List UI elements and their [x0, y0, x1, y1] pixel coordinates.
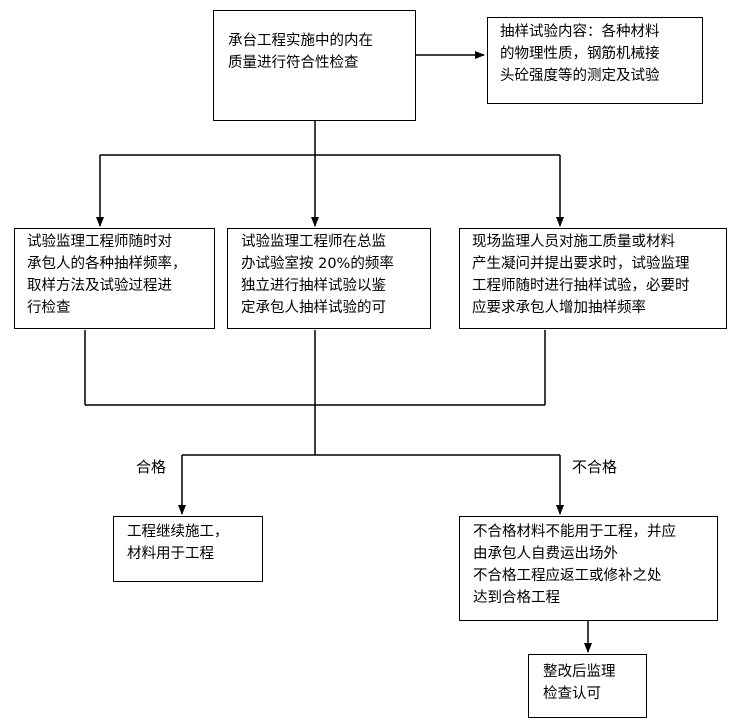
- box-text-line: 由承包人自费运出场外: [473, 546, 618, 562]
- rectify-box: 整改后监理检查认可: [528, 654, 647, 718]
- box-text-line: 试验监理工程师在总监: [241, 234, 386, 250]
- box-text-line: 头砼强度等的测定及试验: [500, 68, 660, 84]
- fail-label: 不合格: [572, 458, 618, 476]
- pass-result-box: 工程继续施工， 材料用于工程: [113, 516, 263, 582]
- box-text-line: 整改后监理: [543, 664, 616, 680]
- box-text-line: 独立进行抽样试验以鉴: [241, 278, 386, 294]
- root-box: 承台工程实施中的内在质量进行符合性检查: [213, 10, 416, 121]
- box-text-line: 不合格工程应返工或修补之处: [473, 568, 662, 584]
- box-text-line: 试验监理工程师随时对: [27, 234, 172, 250]
- pass-label: 合格: [136, 458, 167, 476]
- box-text-line: 检查认可: [543, 686, 601, 702]
- independent-test-box: 试验监理工程师在总监办试验室按 20%的频率独立进行抽样试验以鉴定承包人抽样试验…: [227, 228, 431, 329]
- box-text-line: 材料用于工程: [127, 546, 214, 562]
- box-text-line: 工程继续施工，: [127, 524, 229, 540]
- box-text-line: 质量进行符合性检查: [228, 55, 359, 71]
- box-text-line: 不合格材料不能用于工程，并应: [473, 524, 676, 540]
- box-text-line: 办试验室按 20%的频率: [241, 256, 394, 272]
- engineer-check-box: 试验监理工程师随时对承包人的各种抽样频率， 取样方法及试验过程进行检查: [14, 228, 215, 329]
- box-text-line: 承台工程实施中的内在: [228, 33, 373, 49]
- onsite-request-box: 现场监理人员对施工质量或材料产生凝问并提出要求时，试验监理工程师随时进行抽样试验…: [459, 228, 727, 329]
- box-text-line: 的物理性质，钢筋机械接: [500, 46, 660, 62]
- box-text-line: 抽样试验内容：各种材料: [500, 24, 660, 40]
- box-text-line: 现场监理人员对施工质量或材料: [472, 234, 675, 250]
- box-text-line: 工程师随时进行抽样试验，必要时: [472, 278, 690, 294]
- box-text-line: 产生凝问并提出要求时，试验监理: [472, 256, 690, 272]
- box-text-line: 达到合格工程: [473, 590, 560, 606]
- box-text-line: 取样方法及试验过程进: [27, 278, 172, 294]
- box-text-line: 应要求承包人增加抽样频率: [472, 300, 646, 316]
- sampling-content-box: 抽样试验内容：各种材料的物理性质，钢筋机械接头砼强度等的测定及试验: [487, 17, 703, 104]
- fail-result-box: 不合格材料不能用于工程，并应由承包人自费运出场外不合格工程应返工或修补之处达到合…: [459, 516, 718, 621]
- box-text-line: 定承包人抽样试验的可: [241, 300, 386, 316]
- box-text-line: 承包人的各种抽样频率，: [27, 256, 187, 272]
- box-text-line: 行检查: [27, 300, 71, 316]
